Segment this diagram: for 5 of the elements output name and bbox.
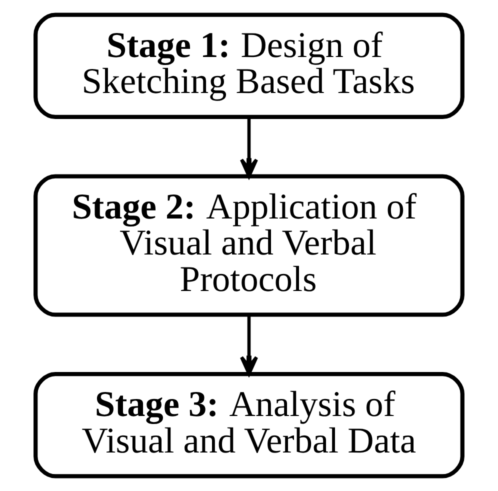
- node-box: Stage 1: Design of Sketching Based Tasks: [34, 12, 464, 120]
- node-box: Stage 2: Application of Visual and Verbal Protocols: [34, 174, 464, 317]
- arrow: [240, 117, 258, 178]
- arrow: [240, 314, 258, 376]
- node-box: Stage 3: Analysis of Visual and Verbal Data: [34, 372, 464, 478]
